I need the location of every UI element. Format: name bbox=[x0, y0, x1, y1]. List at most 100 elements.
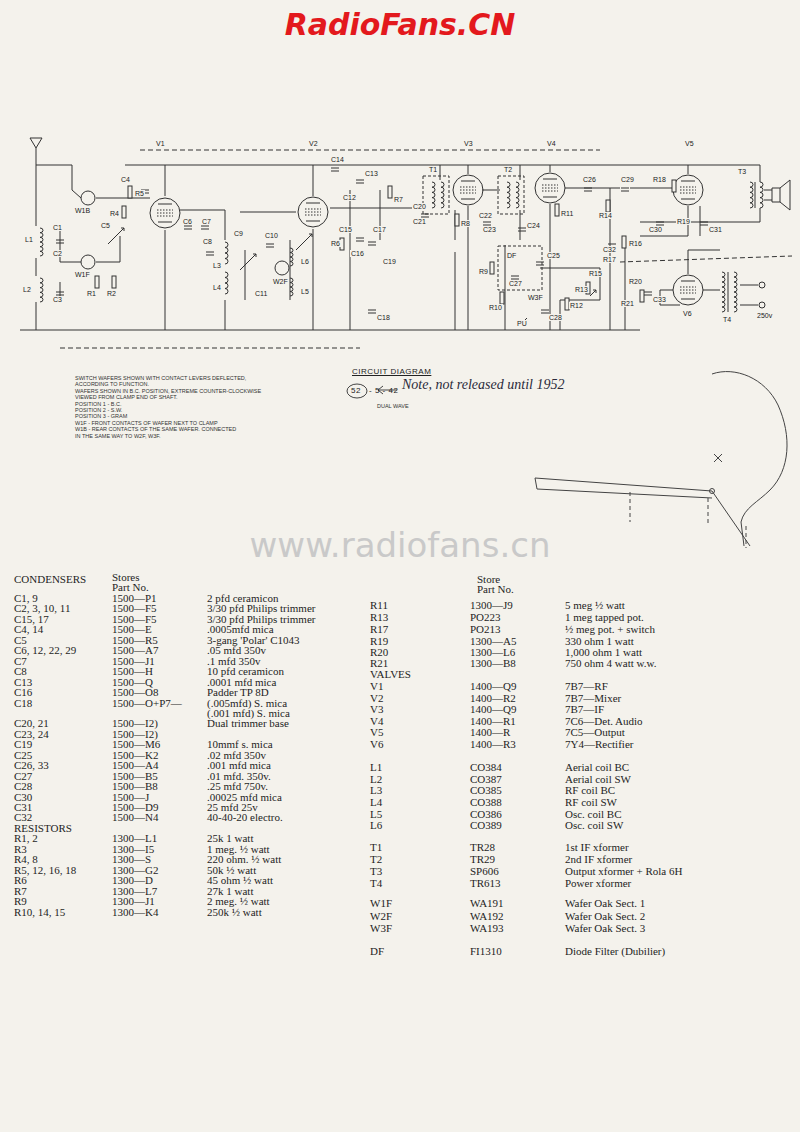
valve-envelope bbox=[453, 175, 483, 205]
valve-electrode bbox=[681, 281, 695, 299]
valve-grid bbox=[680, 190, 696, 191]
switch-note: ACCORDING TO FUNCTION. bbox=[75, 382, 149, 388]
table-cell: 10 pfd ceramicon bbox=[207, 666, 284, 677]
table-cell: C18 bbox=[14, 698, 32, 709]
table-cell: T3 bbox=[370, 866, 382, 877]
switch-note: DUAL WAVE bbox=[377, 404, 409, 410]
part-label: R15 bbox=[588, 270, 603, 277]
table-cell: CO388 bbox=[470, 797, 502, 808]
sketch-arm bbox=[535, 454, 750, 546]
table-cell: 10mmf s. mica bbox=[207, 739, 273, 750]
table-cell: R10, 14, 15 bbox=[14, 907, 65, 918]
table-cell: CO386 bbox=[470, 809, 502, 820]
valve-envelope bbox=[298, 197, 328, 227]
valve-grid bbox=[542, 185, 558, 186]
coil-winding bbox=[734, 272, 737, 312]
table-cell: 220 ohm. ½ watt bbox=[207, 854, 281, 865]
capacitor-symbol bbox=[266, 244, 274, 247]
table-cell: 50k ½ watt bbox=[207, 865, 256, 876]
mains-terminal bbox=[759, 302, 765, 308]
part-label: L1 bbox=[24, 236, 34, 243]
wafer-switch bbox=[275, 261, 289, 275]
capacitor-symbol bbox=[644, 292, 652, 295]
part-label: C4 bbox=[120, 176, 131, 183]
table-cell: L1 bbox=[370, 762, 382, 773]
table-cell: 1300—L7 bbox=[112, 886, 157, 897]
table-cell: 1500—B8 bbox=[112, 781, 158, 792]
table-cell: WA191 bbox=[470, 898, 504, 909]
part-label: R20 bbox=[628, 278, 643, 285]
mains-terminal bbox=[759, 282, 765, 288]
resistor-symbol bbox=[622, 236, 626, 248]
table-cell: C15, 17 bbox=[14, 614, 49, 625]
part-label: C18 bbox=[376, 314, 391, 321]
table-cell: .25 mfd 750v. bbox=[207, 781, 268, 792]
capacitor-symbol bbox=[421, 214, 429, 217]
table-cell: 1300—A5 bbox=[470, 636, 516, 647]
table-cell: 1500—F5 bbox=[112, 603, 157, 614]
table-cell: 25 mfd 25v bbox=[207, 802, 258, 813]
resistor-symbol bbox=[672, 180, 676, 192]
part-label: C17 bbox=[372, 226, 387, 233]
table-cell: W3F bbox=[370, 923, 392, 934]
part-label: C29 bbox=[620, 176, 635, 183]
table-cell: 45 ohm ½ watt bbox=[207, 875, 273, 886]
coil-winding bbox=[722, 272, 725, 312]
table-cell: (.005mfd) S. mica bbox=[207, 698, 287, 709]
switch-note: POSITION 1 - B.C. bbox=[75, 402, 121, 408]
site-watermark: RadioFans.CN bbox=[285, 10, 516, 40]
table-cell: 1500—O8 bbox=[112, 687, 158, 698]
sketch-pivot bbox=[710, 489, 715, 494]
part-label: R8 bbox=[460, 220, 471, 227]
part-label: C1 bbox=[52, 224, 63, 231]
part-label: C10 bbox=[264, 232, 279, 239]
valve-grid bbox=[542, 188, 558, 189]
table-cell: C30 bbox=[14, 792, 32, 803]
table-cell: VALVES bbox=[370, 669, 411, 680]
capacitor-symbol bbox=[184, 226, 192, 229]
table-cell: .02 mfd 350v bbox=[207, 750, 266, 761]
table-cell: 1500—I2) bbox=[112, 718, 158, 729]
part-label: C24 bbox=[526, 222, 541, 229]
table-cell: .01 mfd. 350v. bbox=[207, 771, 271, 782]
part-label: C30 bbox=[648, 226, 663, 233]
table-cell: 7C6—Det. Audio bbox=[565, 716, 643, 727]
switch-note: SWITCH WAFERS SHOWN WITH CONTACT LEVERS … bbox=[75, 376, 246, 382]
table-cell: .001 mfd mica bbox=[207, 760, 271, 771]
part-label: C31 bbox=[708, 226, 723, 233]
table-cell: 1500—J bbox=[112, 792, 149, 803]
table-cell: 1300—J1 bbox=[112, 896, 155, 907]
part-label: C28 bbox=[548, 314, 563, 321]
table-cell: R7 bbox=[14, 886, 27, 897]
valve-electrode bbox=[681, 181, 695, 199]
table-cell: Wafer Oak Sect. 2 bbox=[565, 911, 645, 922]
table-cell: 1500—O+P7— bbox=[112, 698, 182, 709]
valve-electrode bbox=[543, 179, 557, 197]
table-cell: V3 bbox=[370, 704, 383, 715]
table-cell: 1500—A7 bbox=[112, 645, 158, 656]
table-cell: 1300—K4 bbox=[112, 907, 158, 918]
capacitor-symbol bbox=[700, 222, 708, 225]
table-cell: C32 bbox=[14, 812, 32, 823]
table-cell: 1300—B8 bbox=[470, 658, 516, 669]
part-label: R16 bbox=[628, 240, 643, 247]
diagram-caption: 52 bbox=[351, 387, 361, 395]
part-label: R1 bbox=[86, 290, 97, 297]
part-label: W3F bbox=[527, 294, 544, 301]
table-cell: 2 pfd ceramicon bbox=[207, 593, 278, 604]
table-cell: C2, 3, 10, 11 bbox=[14, 603, 70, 614]
table-cell: 1300—L1 bbox=[112, 833, 157, 844]
table-cell: Output xformer + Rola 6H bbox=[565, 866, 682, 877]
supply-wire bbox=[660, 250, 758, 305]
valve-grid bbox=[460, 187, 476, 188]
capacitor-symbol bbox=[483, 222, 491, 225]
table-cell: R17 bbox=[370, 624, 388, 635]
table-cell: CO385 bbox=[470, 785, 502, 796]
table-cell: Dual trimmer base bbox=[207, 718, 289, 729]
table-cell: L6 bbox=[370, 820, 382, 831]
part-label: V1 bbox=[155, 140, 166, 147]
valve-electrode bbox=[306, 203, 320, 221]
part-label: V6 bbox=[682, 310, 693, 317]
table-cell: 3/30 pfd Philips trimmer bbox=[207, 614, 315, 625]
